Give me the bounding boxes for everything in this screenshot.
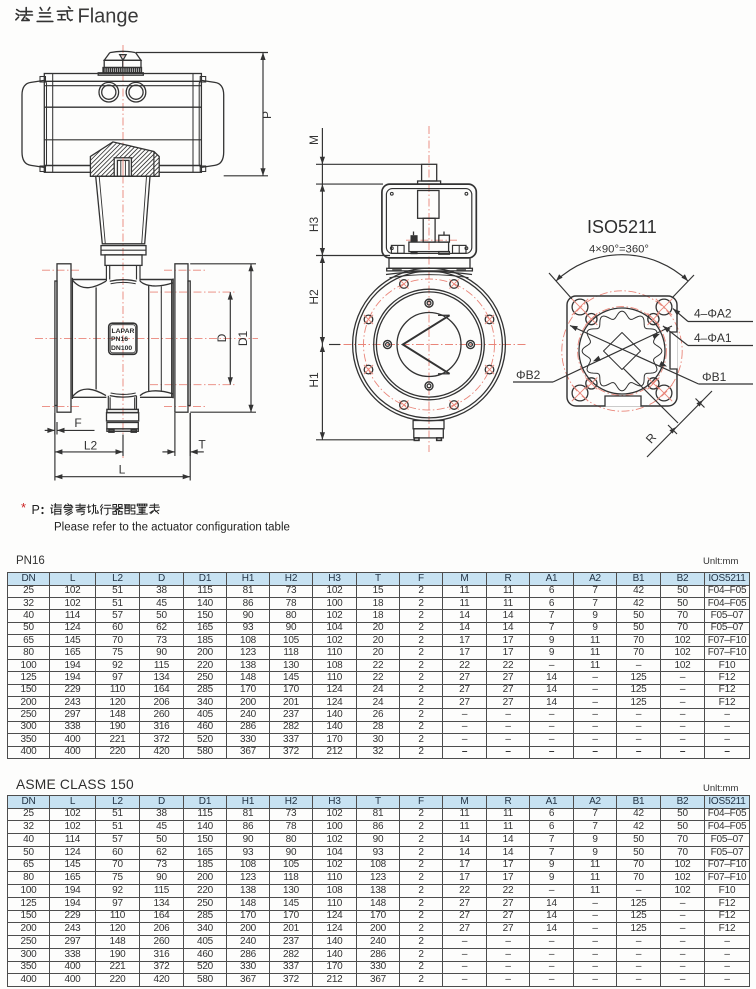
svg-text:D: D [215, 333, 229, 342]
svg-text:LAPAR: LAPAR [112, 328, 135, 335]
svg-text:L2: L2 [84, 438, 98, 452]
svg-text:L: L [119, 463, 126, 477]
svg-text:4–ΦA1: 4–ΦA1 [694, 331, 732, 345]
svg-text:PN16: PN16 [111, 336, 128, 343]
svg-text:*: * [21, 500, 26, 515]
svg-text:Please refer to the actuator c: Please refer to the actuator configurati… [54, 522, 290, 534]
svg-text:H3: H3 [307, 217, 321, 233]
svg-text:ΦB1: ΦB1 [702, 370, 727, 384]
svg-text:DN100: DN100 [111, 345, 132, 352]
svg-text:D1: D1 [236, 331, 250, 347]
svg-text:T: T [198, 437, 206, 451]
svg-text:M: M [307, 135, 321, 145]
svg-text:Flange: Flange [78, 6, 139, 28]
svg-text:R: R [643, 430, 659, 446]
svg-text:F: F [74, 416, 81, 430]
svg-text:P: P [260, 111, 274, 119]
svg-text:4×90°=360°: 4×90°=360° [589, 244, 649, 256]
svg-text:ΦB2: ΦB2 [516, 368, 541, 382]
svg-text:ISO5211: ISO5211 [587, 217, 657, 237]
svg-text:P: P [32, 503, 40, 517]
svg-text:H2: H2 [307, 289, 321, 305]
svg-text:4–ΦA2: 4–ΦA2 [694, 307, 732, 321]
svg-text:H1: H1 [307, 372, 321, 388]
